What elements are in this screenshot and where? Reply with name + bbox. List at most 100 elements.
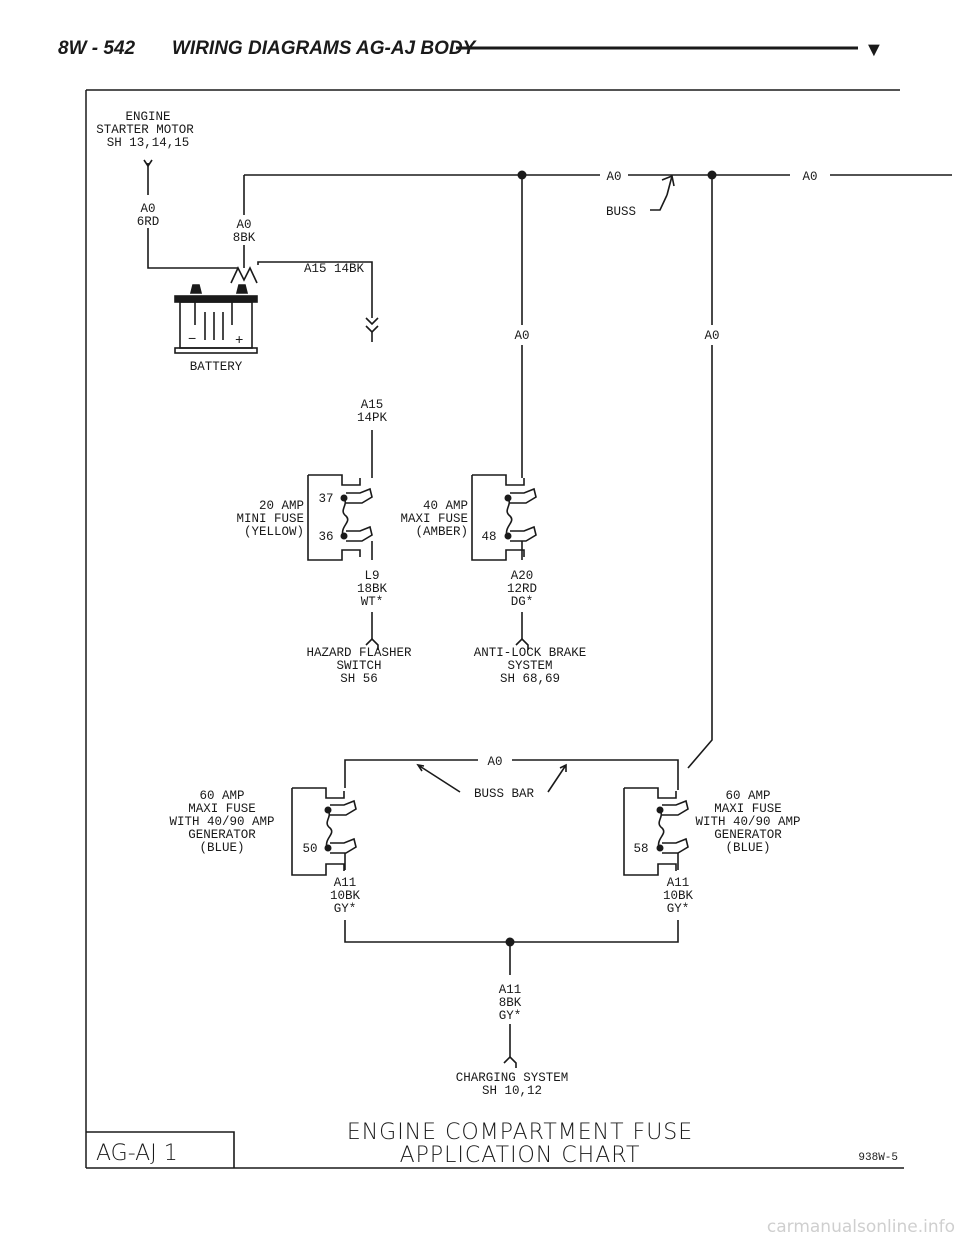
fuse58-line5: (BLUE) bbox=[725, 841, 770, 855]
a11-right-circuit: A11 bbox=[667, 876, 690, 890]
l9-tracer: WT* bbox=[361, 595, 384, 609]
a20-tracer: DG* bbox=[511, 595, 534, 609]
a11-left-spec: 10BK bbox=[330, 889, 361, 903]
buss-bar-label: BUSS BAR bbox=[474, 787, 535, 801]
starter-terminal-icon bbox=[143, 159, 153, 168]
fuse58-element-icon bbox=[657, 809, 665, 849]
l9-spec: 18BK bbox=[357, 582, 388, 596]
a11-left-circuit: A11 bbox=[334, 876, 357, 890]
a15-pk-circuit: A15 bbox=[361, 398, 384, 412]
a11-right-tracer: GY* bbox=[667, 902, 690, 916]
model-box bbox=[86, 1131, 235, 1168]
lower-bus-wire-right bbox=[512, 759, 679, 790]
battery-top-bar bbox=[174, 295, 258, 303]
battery-label: BATTERY bbox=[190, 360, 243, 374]
fuse50-line5: (BLUE) bbox=[199, 841, 244, 855]
fuse58-line2: MAXI FUSE bbox=[714, 802, 782, 816]
battery-pos-sign: + bbox=[235, 333, 243, 349]
battery-neg-sign: − bbox=[188, 332, 196, 348]
hazard-line1: HAZARD FLASHER bbox=[306, 646, 412, 660]
l9-circuit: L9 bbox=[364, 569, 379, 583]
starter-wire-circuit: A0 bbox=[140, 202, 155, 216]
fuse37-element-icon bbox=[341, 497, 349, 537]
top-bus-label-b: A0 bbox=[802, 170, 817, 184]
chart-title-line2: APPLICATION CHART bbox=[400, 1143, 641, 1168]
a20-spec: 12RD bbox=[507, 582, 537, 596]
buss-arrow-icon bbox=[661, 174, 675, 196]
abs-line1: ANTI-LOCK BRAKE bbox=[474, 646, 587, 660]
abs-line3: SH 68,69 bbox=[500, 672, 560, 686]
fuse50-line2: MAXI FUSE bbox=[188, 802, 256, 816]
fuse58-pin: 58 bbox=[633, 842, 648, 856]
fuse50-terminals bbox=[330, 799, 357, 854]
battery-base bbox=[174, 347, 258, 354]
top-bus-label-a: A0 bbox=[606, 170, 621, 184]
fuse50-element-icon bbox=[325, 809, 333, 849]
battery-wire-spec: 8BK bbox=[233, 231, 256, 245]
splice-right bbox=[707, 170, 717, 180]
charging-line2: SH 10,12 bbox=[482, 1084, 542, 1098]
battery-post-pos bbox=[235, 284, 249, 294]
fuse50-pin: 50 bbox=[302, 842, 317, 856]
hazard-terminal-icon bbox=[365, 637, 379, 650]
right-drop-wire-bottom bbox=[687, 345, 713, 769]
fuse58-terminals bbox=[662, 799, 689, 854]
buss-bar-arrow-right-icon bbox=[547, 763, 567, 793]
splice-a11 bbox=[505, 937, 515, 947]
a11-out-circuit: A11 bbox=[499, 983, 522, 997]
fuse48-pin-bottom: 48 bbox=[481, 530, 496, 544]
a11-out-spec: 8BK bbox=[499, 996, 522, 1010]
fuse48-housing bbox=[471, 474, 525, 561]
starter-a0-wire bbox=[147, 228, 238, 269]
pin50-dot bbox=[324, 844, 332, 852]
a11-out-tracer: GY* bbox=[499, 1009, 522, 1023]
charging-line1: CHARGING SYSTEM bbox=[456, 1071, 569, 1085]
connector-icon bbox=[365, 317, 379, 334]
a20-circuit: A20 bbox=[511, 569, 534, 583]
starter-wire-spec: 6RD bbox=[137, 215, 160, 229]
fuse37-terminals bbox=[346, 487, 373, 542]
fuse58-line4: GENERATOR bbox=[714, 828, 782, 842]
a11-left-tracer: GY* bbox=[334, 902, 357, 916]
fuse37-pin-top: 37 bbox=[318, 492, 333, 506]
a15-pk-spec: 14PK bbox=[357, 411, 388, 425]
battery-wire-circuit: A0 bbox=[236, 218, 251, 232]
lower-bus-label: A0 bbox=[487, 755, 502, 769]
fuse37-line2: MINI FUSE bbox=[236, 512, 304, 526]
chart-title-line1: ENGINE COMPARTMENT FUSE bbox=[347, 1120, 693, 1145]
fuse50-line3: WITH 40/90 AMP bbox=[169, 815, 274, 829]
pin50-top-dot bbox=[324, 806, 332, 814]
drop-right-label: A0 bbox=[704, 329, 719, 343]
a11-right-spec: 10BK bbox=[663, 889, 694, 903]
drop-left-label: A0 bbox=[514, 329, 529, 343]
pin36-dot bbox=[340, 532, 348, 540]
a15-14bk-wire-top bbox=[257, 261, 373, 282]
fuse50-line4: GENERATOR bbox=[188, 828, 256, 842]
buss-label: BUSS bbox=[606, 205, 636, 219]
page-code: 8W - 542 bbox=[58, 38, 136, 59]
buss-leader bbox=[650, 194, 668, 211]
fuse48-line1: 40 AMP bbox=[423, 499, 468, 513]
fuse37-line1: 20 AMP bbox=[259, 499, 304, 513]
fuse37-housing bbox=[307, 474, 361, 561]
hazard-line3: SH 56 bbox=[340, 672, 378, 686]
a15-14bk-label: A15 14BK bbox=[304, 262, 365, 276]
abs-terminal-icon bbox=[515, 637, 529, 650]
figure-code: 938W-5 bbox=[858, 1152, 898, 1164]
fuse58-line1: 60 AMP bbox=[725, 789, 770, 803]
model-box-label: AG-AJ 1 bbox=[96, 1141, 178, 1166]
battery-cell-icon bbox=[194, 302, 233, 340]
fuse48-line2: MAXI FUSE bbox=[400, 512, 468, 526]
starter-line3: SH 13,14,15 bbox=[107, 136, 190, 150]
pin48-dot bbox=[504, 532, 512, 540]
page-title: WIRING DIAGRAMS AG-AJ BODY bbox=[172, 38, 478, 59]
pin48-top-dot bbox=[504, 494, 512, 502]
fuse37-pin-bottom: 36 bbox=[318, 530, 333, 544]
abs-line2: SYSTEM bbox=[507, 659, 552, 673]
fuse58-housing bbox=[623, 787, 677, 876]
battery-junction bbox=[230, 266, 258, 284]
buss-bar-arrow-left-icon bbox=[416, 763, 461, 793]
starter-line1: ENGINE bbox=[125, 110, 170, 124]
header-marker-icon: ▼ bbox=[864, 39, 884, 61]
